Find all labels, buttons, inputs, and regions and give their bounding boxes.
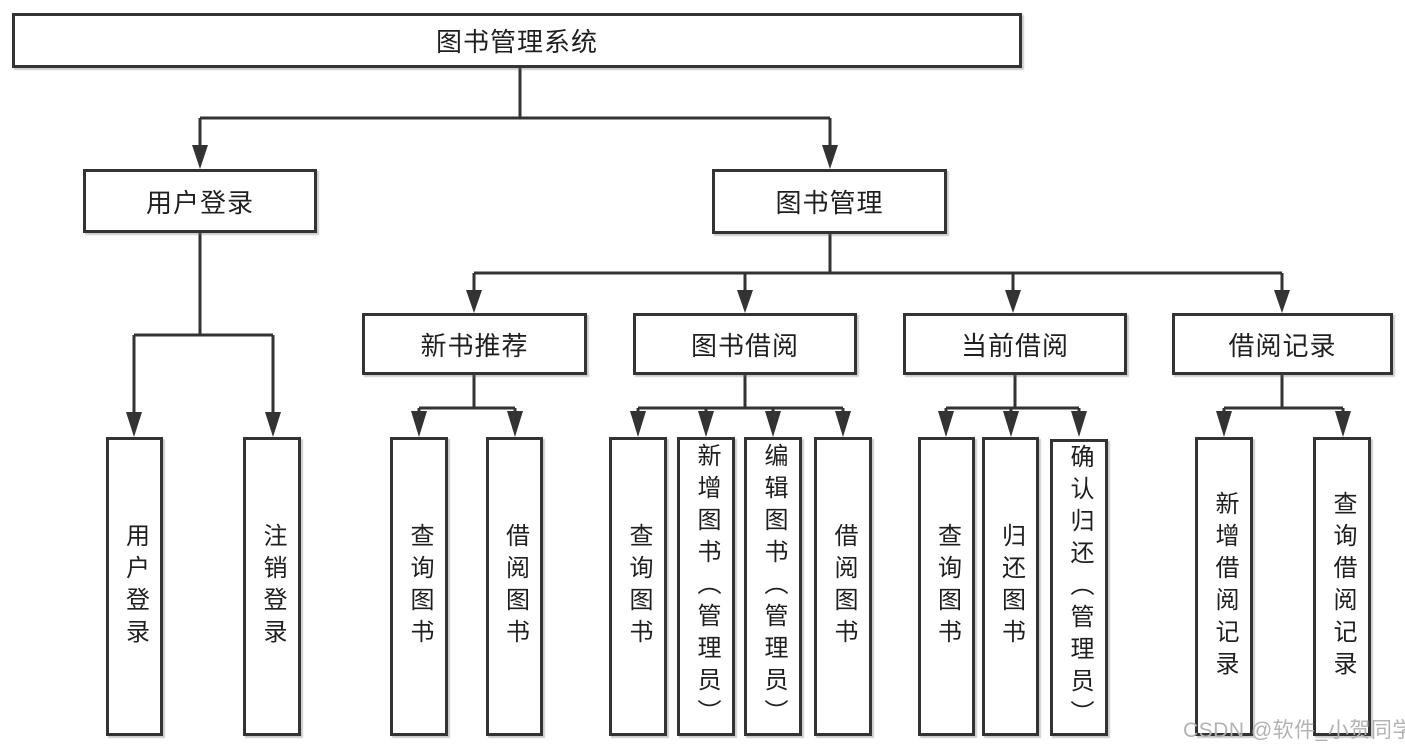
watermark: CSDN @软件_小贺同学 bbox=[1183, 719, 1405, 742]
arrowheads bbox=[126, 145, 1351, 437]
leaf-query-books-3: 查询图书 bbox=[918, 437, 975, 736]
node-borrowing-records: 借阅记录 bbox=[1172, 313, 1393, 375]
node-book-management: 图书管理 bbox=[712, 169, 947, 234]
leaf-add-borrow-record: 新增借阅记录 bbox=[1195, 437, 1253, 736]
leaf-query-books-2: 查询图书 bbox=[609, 437, 667, 736]
leaf-add-books-admin: 新增图书（管理员） bbox=[677, 437, 735, 736]
leaf-query-borrow-record: 查询借阅记录 bbox=[1313, 437, 1371, 736]
node-user-login: 用户登录 bbox=[83, 169, 317, 233]
leaf-return-books: 归还图书 bbox=[982, 437, 1039, 736]
leaf-borrow-books-2: 借阅图书 bbox=[814, 437, 872, 736]
leaf-confirm-return-admin: 确认归还（管理员） bbox=[1050, 439, 1108, 736]
node-current-borrowing: 当前借阅 bbox=[903, 313, 1127, 375]
node-root: 图书管理系统 bbox=[12, 13, 1022, 68]
leaf-borrow-books-1: 借阅图书 bbox=[486, 437, 543, 736]
leaf-user-login: 用户登录 bbox=[106, 437, 163, 736]
connector-path bbox=[132, 68, 1345, 414]
node-book-borrowing: 图书借阅 bbox=[633, 313, 857, 375]
node-new-book-recommendation: 新书推荐 bbox=[362, 313, 587, 375]
leaf-logout: 注销登录 bbox=[243, 437, 301, 736]
leaf-edit-books-admin: 编辑图书（管理员） bbox=[744, 437, 802, 736]
leaf-query-books-1: 查询图书 bbox=[390, 437, 448, 736]
